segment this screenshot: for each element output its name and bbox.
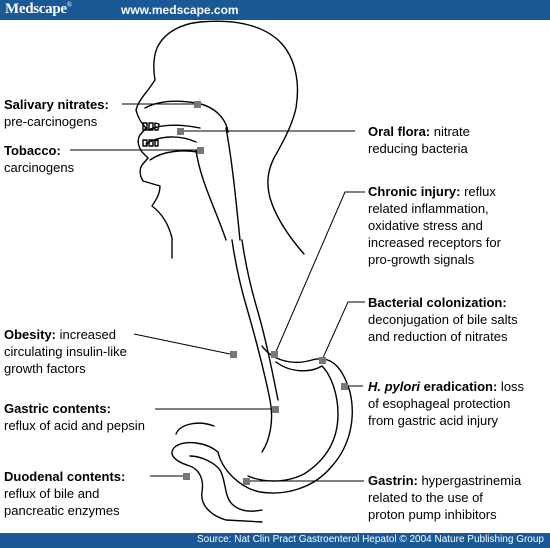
label-tobacco: Tobacco:carcinogens — [4, 143, 75, 175]
medscape-logo: Medscape® — [5, 1, 72, 17]
marker-gastric — [272, 406, 279, 413]
duodenum-inner — [189, 455, 263, 512]
marker-bacterial — [319, 357, 326, 364]
lower-jaw — [149, 150, 199, 161]
head-outline — [135, 20, 305, 259]
pharynx-front — [195, 149, 227, 241]
stomach-outer — [217, 345, 353, 494]
marker-tobacco — [197, 147, 204, 154]
label-gastric-contents: Gastric contents:reflux of acid and peps… — [4, 401, 145, 433]
pharynx-back — [225, 127, 241, 241]
connector-obesity — [133, 333, 231, 355]
header-bar: Medscape® www.medscape.com — [0, 0, 550, 20]
palate — [147, 124, 201, 131]
label-salivary-nitrates: Salivary nitrates:pre-carcinogens — [4, 97, 109, 129]
source-credit: Source: Nat Clin Pract Gastroenterol Hep… — [197, 534, 544, 545]
label-bacterial-colonization: Bacterial colonization:deconjugation of … — [368, 295, 518, 344]
marker-chronic — [271, 351, 278, 358]
marker-gastrin — [243, 478, 250, 485]
connector-bacterial — [321, 301, 365, 361]
connector-chronic — [274, 191, 365, 355]
site-url: www.medscape.com — [121, 3, 239, 17]
footer-bar: Source: Nat Clin Pract Gastroenterol Hep… — [0, 533, 550, 548]
esophagus — [231, 239, 273, 453]
marker-hpylori — [341, 383, 348, 390]
duodenum — [171, 441, 263, 523]
marker-salivary — [194, 101, 201, 108]
marker-obesity — [230, 351, 237, 358]
stomach-inner — [247, 361, 339, 482]
marker-duodenal — [183, 473, 190, 480]
esophagus-inner — [241, 239, 279, 401]
marker-oral — [177, 128, 184, 135]
